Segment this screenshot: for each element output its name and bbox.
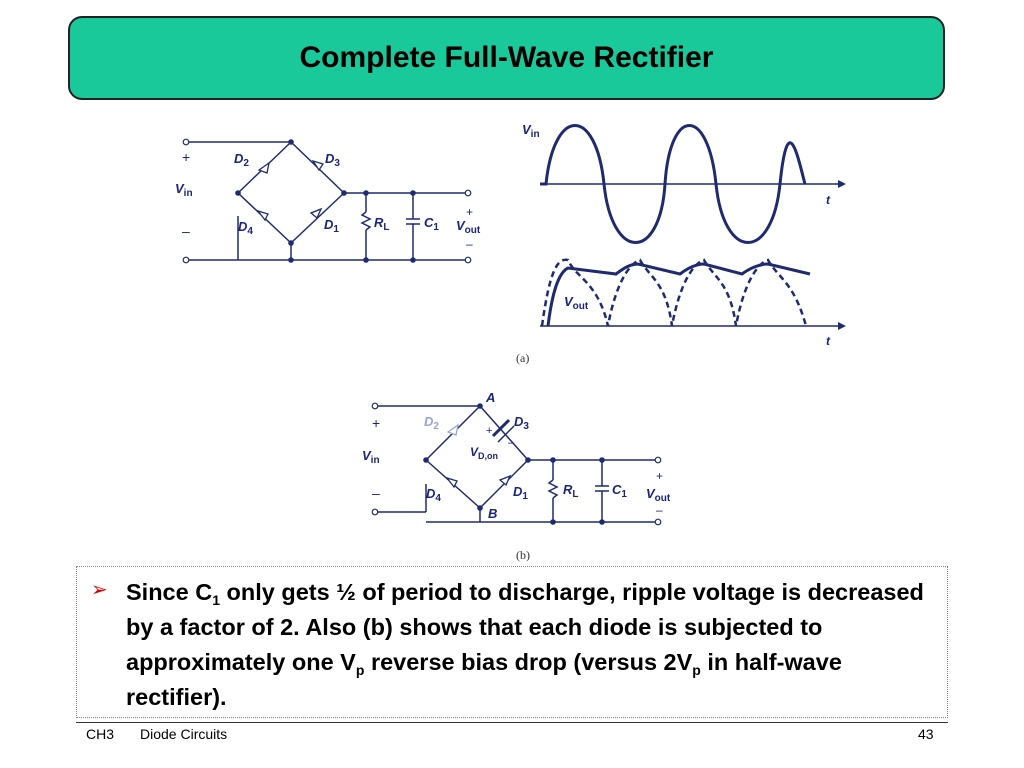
footer-chapter: CH3 (86, 726, 115, 742)
diode-d3 (311, 159, 325, 172)
bullet-arrow-icon: ➢ (91, 577, 108, 601)
terminal-out-plus (464, 189, 472, 197)
vout-label: Vout (456, 218, 481, 236)
b-in-minus-sign: – (372, 485, 380, 501)
b-d4-label: D4 (426, 486, 441, 504)
b-in-plus-sign: + (372, 415, 380, 431)
diode-d1 (309, 207, 323, 220)
terminal-out-minus (464, 256, 472, 264)
caption-a: (a) (516, 351, 529, 365)
diode-d4 (445, 476, 458, 489)
rl-label: RL (374, 215, 390, 233)
title-banner: Complete Full-Wave Rectifier (68, 16, 945, 100)
b-vin-label: Vin (362, 448, 380, 466)
c1-label: C1 (424, 215, 439, 233)
bullet-text: Since C1 only gets ½ of period to discha… (126, 579, 924, 710)
b-vout-label: Vout (646, 486, 671, 504)
terminal-b-in-minus (371, 508, 379, 516)
b-d2-label: D2 (424, 414, 439, 432)
terminal-b-in-plus (371, 402, 379, 410)
b-c1-label: C1 (612, 482, 627, 500)
d3-label: D3 (325, 151, 340, 169)
in-minus-sign: – (182, 223, 190, 239)
diode-d1 (498, 474, 512, 487)
b-rl-label: RL (563, 482, 579, 500)
t-label-bottom: t (826, 334, 831, 348)
d4-label: D4 (238, 219, 253, 237)
vd-on-label: VD,on (470, 445, 498, 461)
terminal-b-out-minus (654, 518, 662, 526)
slide-title: Complete Full-Wave Rectifier (299, 41, 714, 74)
vout-wave-label: Vout (564, 294, 589, 312)
svg-text:(b): (b) (516, 548, 530, 562)
diode-d2-off (446, 423, 459, 436)
circuit-a: + – Vin D2 D3 D4 D1 RL C1 + Vout – (175, 138, 481, 264)
b-d3-minus: – (508, 437, 515, 449)
diode-d3-reverse (491, 418, 511, 438)
out-plus-sign: + (466, 205, 473, 219)
b-d3-label: D3 (514, 414, 529, 432)
node-b-label: B (488, 506, 497, 521)
b-d3-plus: + (486, 425, 492, 437)
diode-d4 (256, 209, 269, 222)
d1-label: D1 (324, 217, 339, 235)
svg-text:(a): (a) (516, 351, 529, 365)
node-a-label: A (485, 390, 495, 405)
caption-b: (b) (516, 548, 530, 562)
b-out-minus-sign: – (656, 503, 663, 517)
terminal-in-minus (182, 256, 190, 264)
footer-divider (76, 722, 948, 723)
out-minus-sign: – (466, 237, 473, 251)
b-out-plus-sign: + (656, 469, 663, 483)
circuit-b: + – Vin A B D2 D3 + – VD,on D4 D1 RL C1 … (362, 390, 671, 526)
bullet-box: ➢ Since C1 only gets ½ of period to disc… (76, 566, 948, 718)
terminal-b-out-plus (654, 456, 662, 464)
b-d1-label: D1 (513, 484, 528, 502)
vin-label: Vin (175, 181, 193, 199)
t-label-top: t (826, 193, 831, 207)
in-plus-sign: + (182, 149, 190, 165)
waveforms: Vin t Vout t (522, 122, 846, 348)
diode-d2 (257, 161, 270, 174)
d2-label: D2 (234, 151, 249, 169)
vin-wave-label: Vin (522, 122, 540, 140)
terminal-in-plus (182, 138, 190, 146)
page-number: 43 (918, 726, 934, 742)
footer-section: Diode Circuits (140, 726, 228, 742)
